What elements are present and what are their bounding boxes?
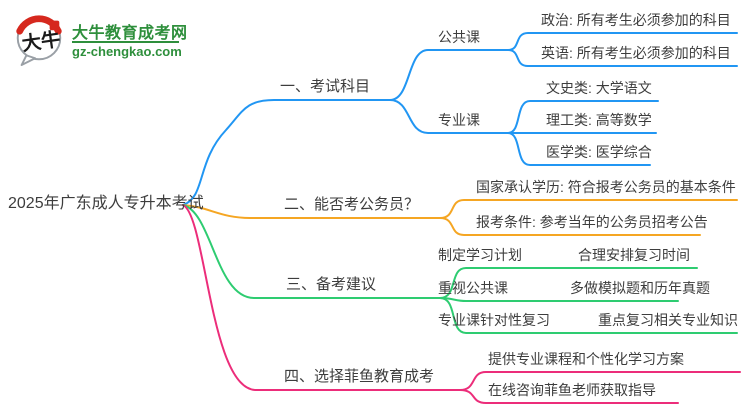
leaf-medical[interactable]: 医学类: 医学综合	[546, 144, 652, 160]
leaf-english[interactable]: 英语: 所有考生必须参加的科目	[541, 45, 731, 61]
leaf-politics[interactable]: 政治: 所有考生必须参加的科目	[541, 12, 731, 28]
node-major-courses[interactable]: 专业课	[438, 112, 480, 128]
daniu-bubble-icon: 大牛	[16, 15, 62, 66]
leaf-focus-public-detail[interactable]: 多做模拟题和历年真题	[570, 280, 710, 296]
logo-title: 大牛教育成考网	[72, 25, 188, 42]
leaf-science-eng[interactable]: 理工类: 高等数学	[546, 112, 652, 128]
logo-divider	[72, 41, 179, 43]
leaf-liberal-arts[interactable]: 文史类: 大学语文	[546, 80, 652, 96]
leaf-apply-conditions[interactable]: 报考条件: 参考当年的公务员招考公告	[476, 214, 708, 230]
branch-1-connector-main	[182, 99, 391, 206]
node-study-plan[interactable]: 制定学习计划	[438, 247, 522, 263]
logo-url: gz-chengkao.com	[72, 44, 182, 59]
branch-3-label[interactable]: 三、备考建议	[286, 276, 377, 293]
branch-1-connector-pubcourse	[389, 49, 509, 101]
branch-3-leaf-pubcourse-line	[439, 297, 679, 302]
branch-4-connector-main	[182, 204, 461, 391]
leaf-personal-course[interactable]: 提供专业课程和个性化学习方案	[488, 351, 684, 367]
leaf-study-plan-detail[interactable]: 合理安排复习时间	[578, 247, 690, 263]
branch-1-label[interactable]: 一、考试科目	[280, 78, 371, 95]
leaf-major-review-detail[interactable]: 重点复习相关专业知识	[598, 312, 738, 328]
leaf-online-consult[interactable]: 在线咨询菲鱼老师获取指导	[488, 382, 656, 398]
root-node[interactable]: 2025年广东成人专升本考试	[8, 195, 204, 212]
node-major-review[interactable]: 专业课针对性复习	[438, 312, 550, 328]
branch-2-label[interactable]: 二、能否考公务员？	[284, 196, 420, 213]
branch-4-label[interactable]: 四、选择菲鱼教育成考	[284, 368, 435, 385]
node-public-courses[interactable]: 公共课	[438, 29, 480, 45]
node-focus-public[interactable]: 重视公共课	[438, 280, 508, 296]
leaf-recognized-degree[interactable]: 国家承认学历: 符合报考公务员的基本条件	[476, 179, 736, 195]
